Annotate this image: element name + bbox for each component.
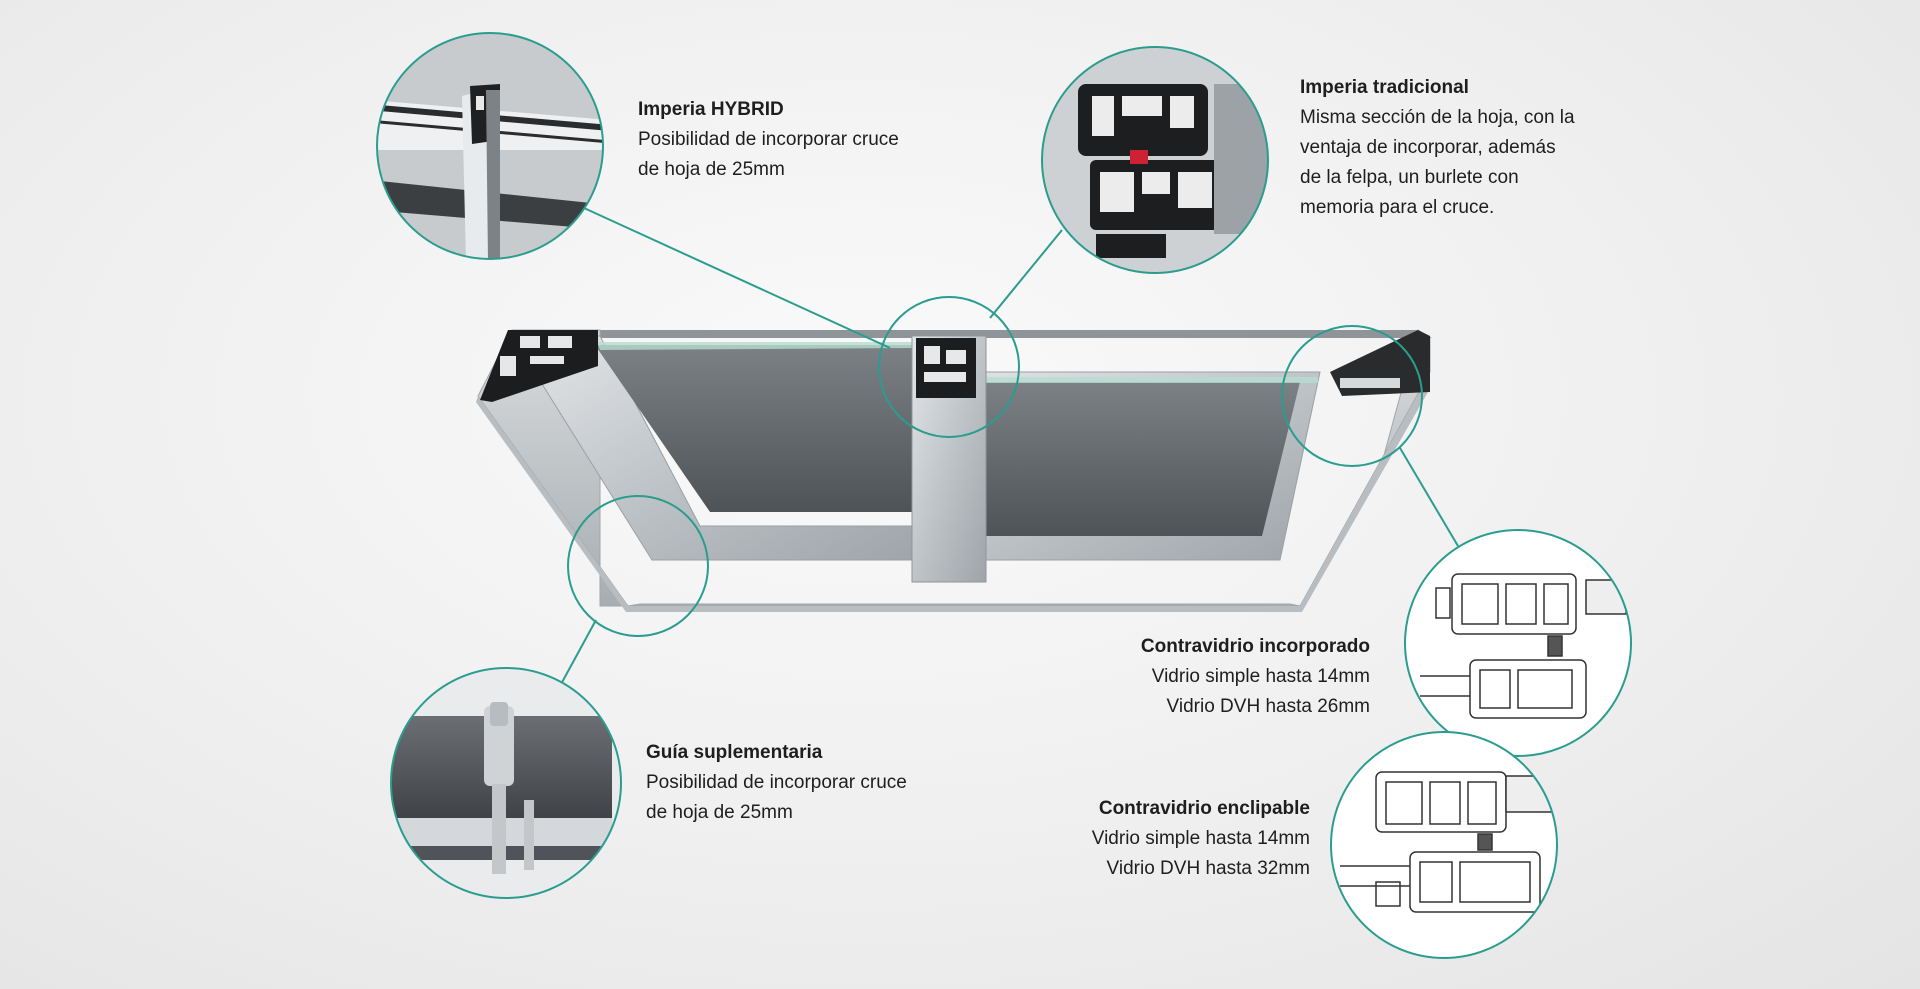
- caption-hybrid-line: Posibilidad de incorporar cruce: [638, 129, 899, 150]
- caption-incorporado-line: Vidrio DVH hasta 26mm: [1166, 696, 1370, 717]
- caption-tradicional-title: Imperia tradicional: [1300, 77, 1469, 98]
- caption-enclipable: Contravidrio enclipable Vidrio simple ha…: [900, 794, 1310, 884]
- caption-enclipable-title: Contravidrio enclipable: [1098, 798, 1310, 819]
- detail-incorporado: [1404, 529, 1632, 757]
- caption-enclipable-line: Vidrio simple hasta 14mm: [1091, 828, 1310, 849]
- caption-tradicional-line: Misma sección de la hoja, con la: [1300, 107, 1575, 128]
- detail-guia: [390, 667, 622, 899]
- caption-tradicional: Imperia tradicional Misma sección de la …: [1300, 73, 1620, 223]
- caption-enclipable-line: Vidrio DVH hasta 32mm: [1106, 858, 1310, 879]
- caption-guia-line: Posibilidad de incorporar cruce: [646, 772, 907, 793]
- caption-incorporado-title: Contravidrio incorporado: [1140, 636, 1370, 657]
- detail-enclipable: [1330, 731, 1558, 959]
- caption-incorporado-line: Vidrio simple hasta 14mm: [1151, 666, 1370, 687]
- caption-hybrid-title: Imperia HYBRID: [638, 99, 784, 120]
- caption-tradicional-line: ventaja de incorporar, además: [1300, 137, 1556, 158]
- caption-tradicional-line: memoria para el cruce.: [1300, 197, 1495, 218]
- detail-hybrid: [376, 32, 604, 260]
- window-frame: [476, 329, 1432, 612]
- caption-guia-title: Guía suplementaria: [646, 742, 823, 763]
- highlight-rings: [567, 296, 1423, 637]
- caption-hybrid-line: de hoja de 25mm: [638, 159, 785, 180]
- caption-hybrid: Imperia HYBRID Posibilidad de incorporar…: [638, 95, 899, 185]
- caption-tradicional-line: de la felpa, un burlete con: [1300, 167, 1519, 188]
- callout-connectors: [559, 207, 1459, 687]
- detail-tradicional: [1041, 46, 1269, 274]
- caption-guia-line: de hoja de 25mm: [646, 802, 793, 823]
- caption-incorporado: Contravidrio incorporado Vidrio simple h…: [1000, 632, 1370, 722]
- caption-guia: Guía suplementaria Posibilidad de incorp…: [646, 738, 907, 828]
